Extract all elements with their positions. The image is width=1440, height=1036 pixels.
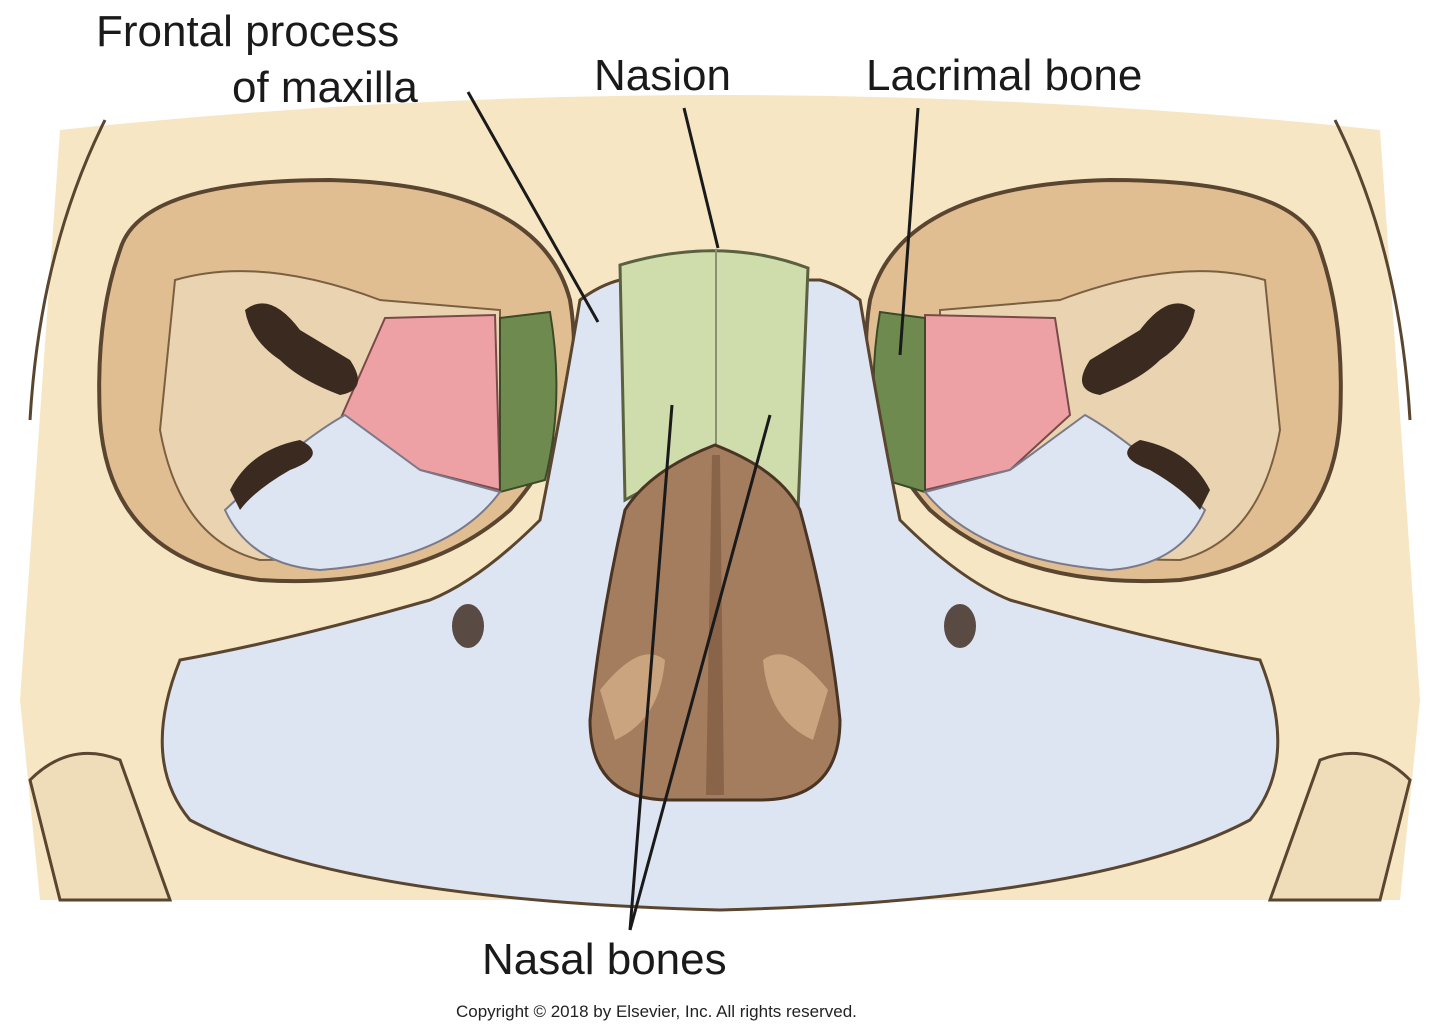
nasal-bones-leader-right xyxy=(628,414,772,931)
right-skull-edge xyxy=(1333,119,1412,421)
left-inferior-fissure xyxy=(230,440,313,510)
label-nasal-bones: Nasal bones xyxy=(482,935,727,984)
left-zygomatic xyxy=(28,751,173,902)
label-lacrimal-bone: Lacrimal bone xyxy=(866,51,1143,100)
left-infraorbital-foramen xyxy=(452,604,484,648)
nasion-leader xyxy=(682,107,720,249)
left-concha xyxy=(600,654,665,740)
label-nasion: Nasion xyxy=(594,51,731,100)
left-skull-edge xyxy=(28,119,107,421)
right-zygomatic xyxy=(1267,751,1412,902)
copyright-notice: Copyright © 2018 by Elsevier, Inc. All r… xyxy=(456,1002,857,1021)
right-superior-fissure xyxy=(1082,303,1195,395)
frontal-process-leader xyxy=(466,91,600,323)
right-inferior-fissure xyxy=(1127,440,1210,510)
left-superior-fissure xyxy=(245,303,358,395)
lacrimal-leader xyxy=(898,107,920,356)
label-frontal-process-line2: of maxilla xyxy=(232,63,418,112)
left-lacrimal xyxy=(499,310,558,494)
right-infraorbital-foramen xyxy=(944,604,976,648)
nasal-bones-leader-left xyxy=(628,404,674,931)
nasal-septum xyxy=(706,455,724,795)
right-concha xyxy=(763,654,828,740)
label-frontal-process-line1: Frontal process xyxy=(96,7,400,56)
